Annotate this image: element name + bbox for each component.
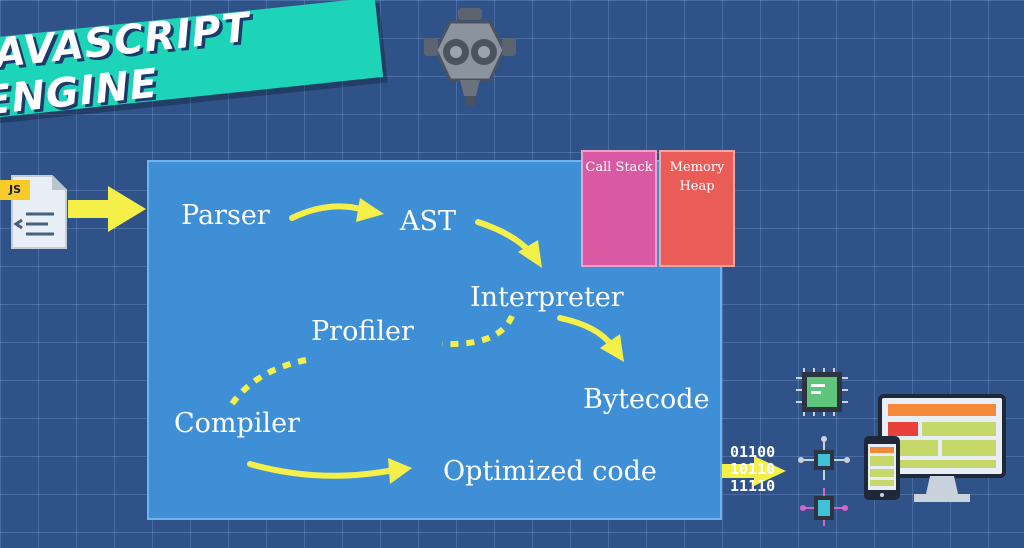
compiler-label: Compiler [174,408,300,439]
binary-line: 10110 [730,460,776,478]
optimized-code-label: Optimized code [443,456,657,487]
engine-icon [424,8,516,106]
input-arrow [68,186,146,232]
circuit-icon [798,436,850,526]
bytecode-label: Bytecode [583,384,710,415]
parser-label: Parser [181,200,270,231]
desktop-monitor-icon [878,394,1006,502]
interpreter-label: Interpreter [470,282,624,313]
binary-line: 01100 [730,443,776,461]
binary-code: 01100 10110 11110 [730,444,775,495]
profiler-label: Profiler [311,316,414,347]
mobile-phone-icon [864,436,900,500]
title-banner: JAVASCRIPT ENGINE [0,0,384,125]
page-title: JAVASCRIPT ENGINE [0,4,253,125]
memory-heap-label: Memory Heap [669,160,725,194]
call-stack-box: Call Stack [581,150,657,267]
memory-heap-box: Memory Heap [659,150,735,267]
binary-line: 11110 [730,477,776,495]
ast-label: AST [400,206,457,237]
call-stack-label: Call Stack [585,160,653,175]
js-file-badge: JS [0,180,30,200]
cpu-chip-icon [796,368,848,416]
